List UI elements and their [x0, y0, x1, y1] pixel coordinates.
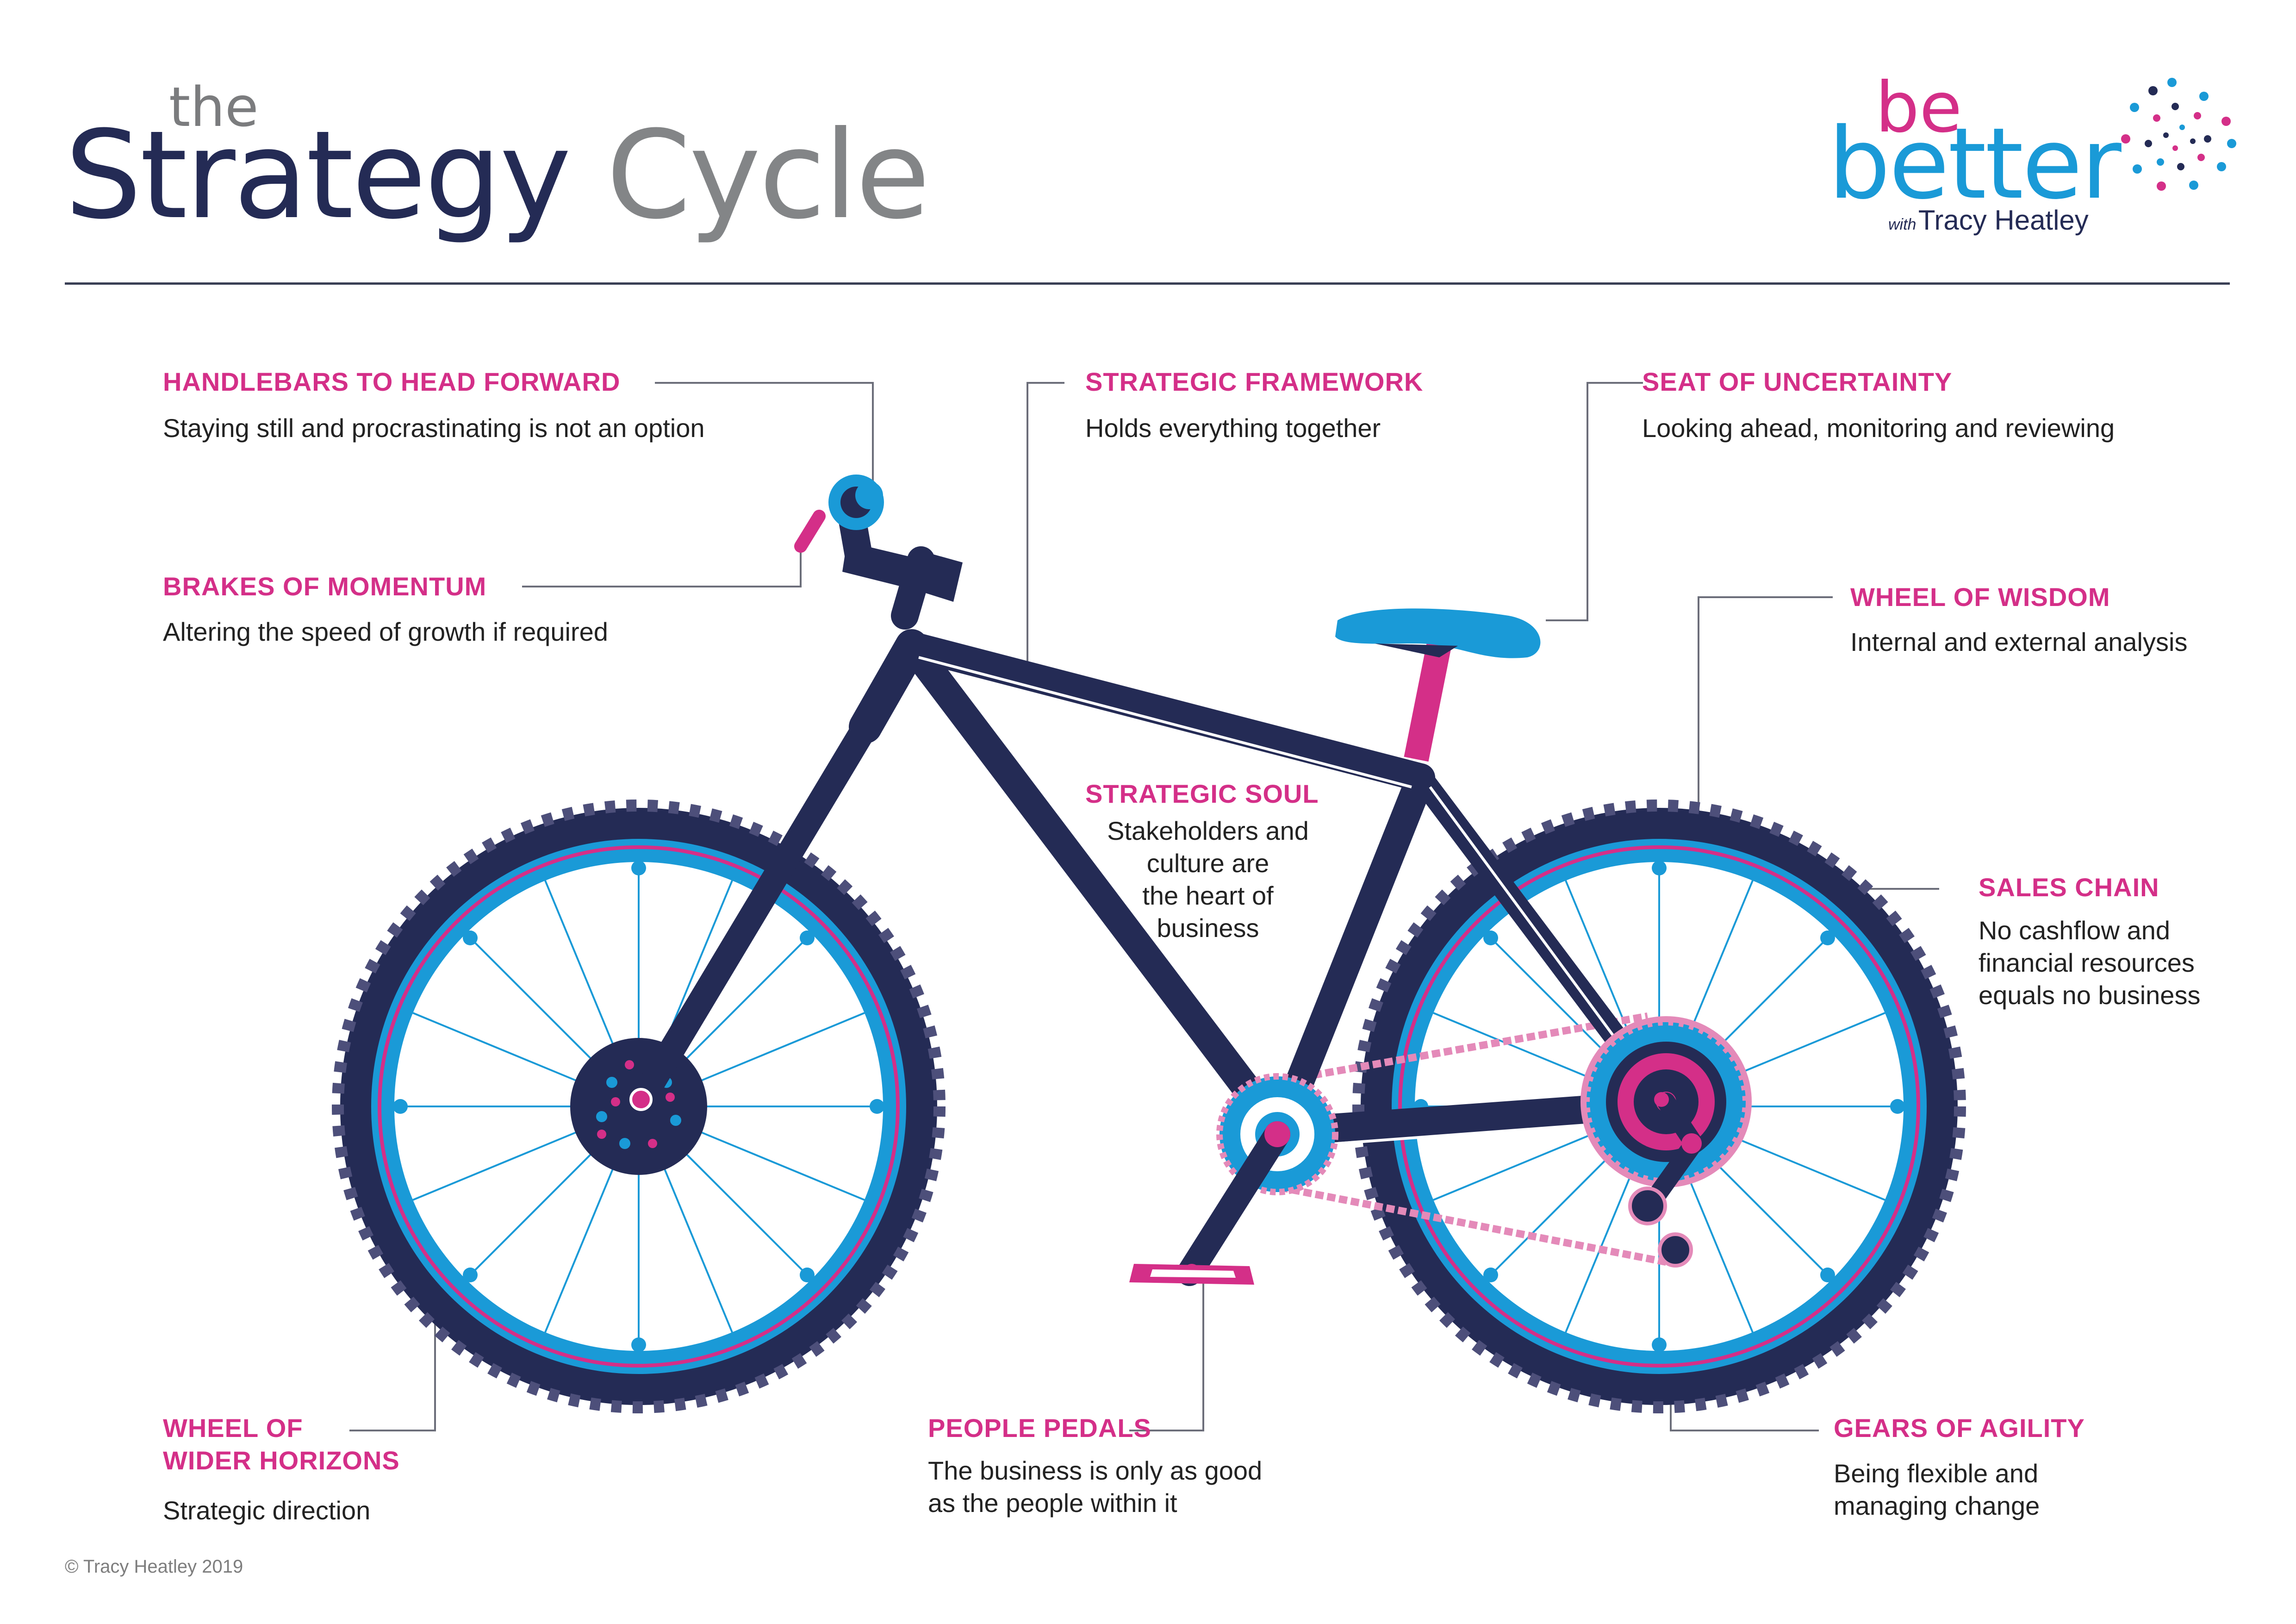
- label-sales-chain-line: financial resources: [1979, 948, 2195, 977]
- label-gears-text: Being flexible and managing change: [1834, 1457, 2040, 1522]
- label-pedals-text: The business is only as good as the peop…: [928, 1455, 1262, 1519]
- label-brakes-text: Altering the speed of growth if required: [163, 617, 608, 646]
- label-soul-line: culture are: [1146, 849, 1269, 878]
- label-soul-text: Stakeholders and culture are the heart o…: [1069, 815, 1347, 944]
- label-soul-heading: STRATEGIC SOUL: [1085, 779, 1319, 808]
- rear-axle: [1654, 1092, 1669, 1107]
- copyright: © Tracy Heatley 2019: [65, 1556, 243, 1577]
- label-wheel-horizons-line: WHEEL OF: [163, 1413, 303, 1443]
- title-prefix: the: [169, 75, 259, 139]
- label-wheel-wisdom-text: Internal and external analysis: [1850, 627, 2188, 656]
- label-wheel-horizons-heading: WHEEL OF WIDER HORIZONS: [163, 1412, 400, 1477]
- logo-with-text: with: [1888, 216, 1916, 233]
- label-gears-line: Being flexible and: [1834, 1459, 2039, 1488]
- label-gears-line: managing change: [1834, 1491, 2040, 1520]
- label-sales-chain-line: equals no business: [1979, 981, 2201, 1010]
- label-seat-heading: SEAT OF UNCERTAINTY: [1642, 367, 1953, 396]
- logo-byline: with Tracy Heatley: [1888, 206, 2089, 234]
- logo-better-text: better: [1828, 106, 2122, 221]
- title-word-cycle: Cycle: [606, 105, 930, 246]
- header-divider: [65, 282, 2230, 285]
- label-wheel-horizons-text: Strategic direction: [163, 1496, 371, 1525]
- label-brakes-heading: BRAKES OF MOMENTUM: [163, 572, 487, 601]
- hub-axle: [629, 1088, 653, 1111]
- label-seat-text: Looking ahead, monitoring and reviewing: [1642, 413, 2115, 443]
- handlebar: [794, 475, 963, 602]
- label-sales-chain-line: No cashflow and: [1979, 916, 2171, 945]
- label-framework-text: Holds everything together: [1085, 413, 1381, 443]
- label-gears-heading: GEARS OF AGILITY: [1834, 1413, 2085, 1443]
- label-pedals-heading: PEOPLE PEDALS: [928, 1413, 1151, 1443]
- label-framework-heading: STRATEGIC FRAMEWORK: [1085, 367, 1424, 396]
- label-handlebars-heading: HANDLEBARS TO HEAD FORWARD: [163, 367, 621, 396]
- label-sales-chain-text: No cashflow and financial resources equa…: [1979, 914, 2200, 1012]
- label-soul-line: business: [1157, 913, 1259, 943]
- page-title: Strategy Cycle: [65, 115, 930, 236]
- title-word-strategy: Strategy: [65, 105, 572, 246]
- label-wheel-horizons-line: WIDER HORIZONS: [163, 1446, 400, 1475]
- seat: [1335, 608, 1541, 762]
- logo-burst-icon: [2121, 78, 2236, 191]
- pedal: [1129, 1264, 1254, 1285]
- logo-be-text: be: [1875, 68, 1962, 148]
- label-handlebars-text: Staying still and procrastinating is not…: [163, 413, 705, 443]
- label-sales-chain-heading: SALES CHAIN: [1979, 873, 2159, 902]
- label-soul-line: the heart of: [1142, 881, 1274, 910]
- label-wheel-wisdom-heading: WHEEL OF WISDOM: [1850, 582, 2110, 612]
- logo-author-name: Tracy Heatley: [1918, 205, 2089, 236]
- label-pedals-line: as the people within it: [928, 1488, 1177, 1518]
- label-pedals-line: The business is only as good: [928, 1456, 1263, 1485]
- chainring: [1176, 1073, 1338, 1286]
- chain: [1253, 1012, 1676, 1268]
- label-soul-line: Stakeholders and: [1107, 816, 1309, 845]
